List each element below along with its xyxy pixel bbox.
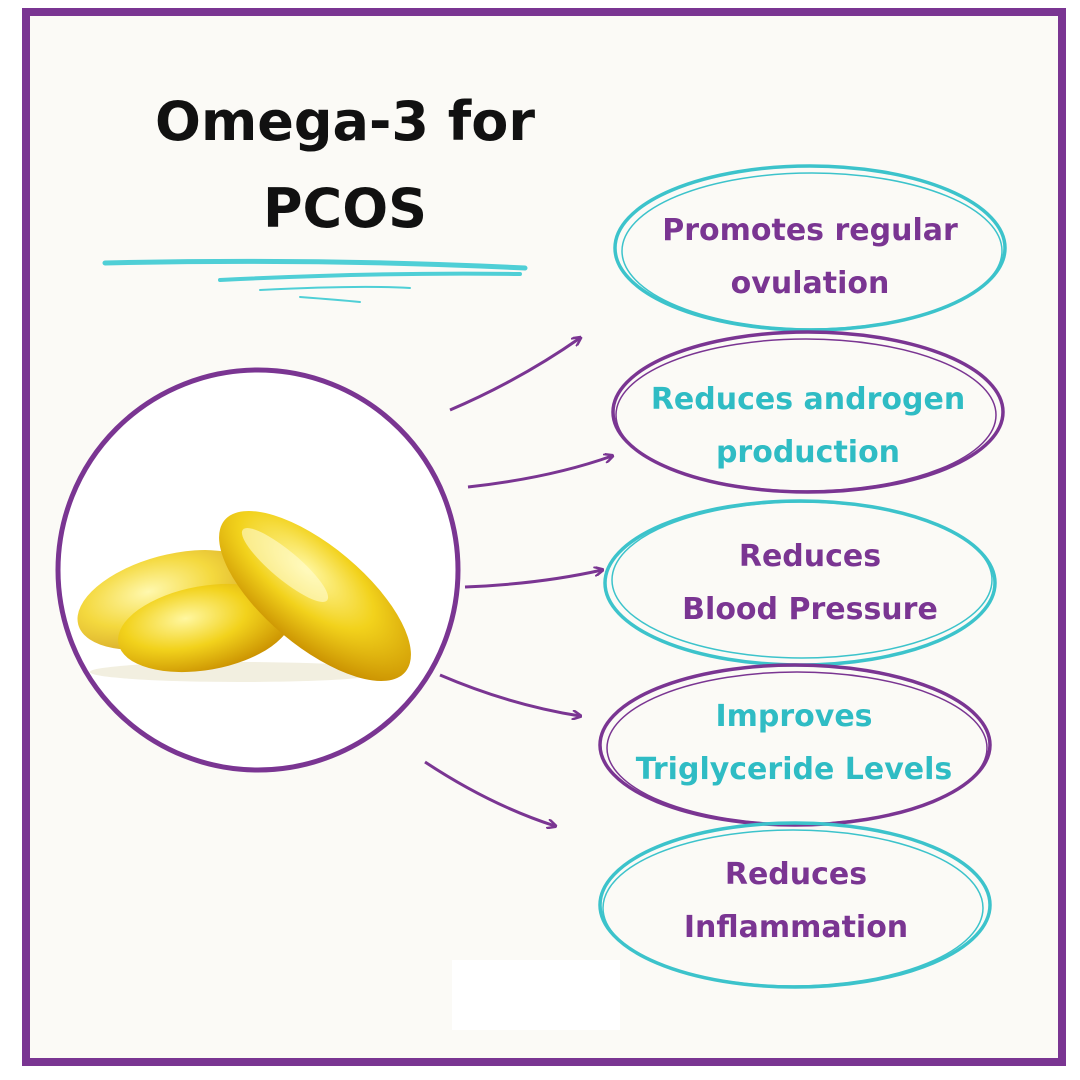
arrow-5: [424, 760, 555, 826]
benefit-2-label: Reduces androgen production: [608, 373, 1008, 479]
benefit-ring-5: [598, 821, 992, 989]
arrow-2: [467, 456, 612, 489]
arrow-1: [449, 338, 580, 412]
benefit-5-line-1: Reduces: [724, 857, 868, 892]
title-underline: [102, 258, 528, 303]
benefit-2-line-2: production: [715, 435, 901, 470]
benefit-4-line-2: Triglyceride Levels: [635, 752, 953, 787]
benefit-ring-1: [613, 164, 1007, 332]
benefit-1-line-1: Promotes regular: [662, 213, 958, 248]
arrow-3: [464, 570, 602, 589]
benefit-ring-4: [598, 663, 992, 827]
benefit-5-label: Reduces Inflammation: [596, 848, 996, 954]
benefit-3-label: Reduces Blood Pressure: [610, 530, 1010, 636]
benefit-4-label: Improves Triglyceride Levels: [594, 690, 994, 796]
blank-patch: [452, 960, 620, 1030]
benefit-3-line-1: Reduces: [738, 539, 882, 574]
benefit-1-label: Promotes regular ovulation: [610, 204, 1010, 310]
benefit-2-line-1: Reduces androgen: [650, 382, 966, 417]
fish-oil-capsules-icon: [77, 511, 411, 682]
benefit-ring-2: [611, 330, 1005, 494]
benefit-5-line-2: Inflammation: [683, 910, 909, 945]
benefit-3-line-2: Blood Pressure: [682, 592, 938, 627]
arrow-4: [439, 673, 580, 716]
benefit-4-line-1: Improves: [715, 699, 873, 734]
title-line-1: Omega-3 for: [155, 90, 535, 153]
benefit-1-line-2: ovulation: [730, 266, 890, 301]
title-line-2: PCOS: [262, 177, 427, 240]
